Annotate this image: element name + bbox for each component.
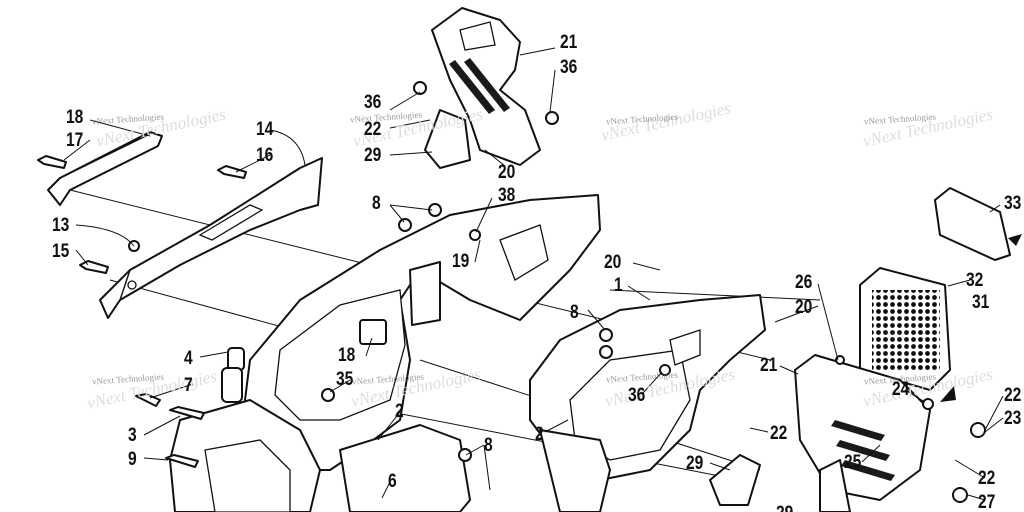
callout-22: 22	[364, 119, 382, 140]
callout-29: 29	[686, 453, 704, 474]
callout-12: 14	[256, 119, 274, 140]
grille-pattern	[872, 290, 940, 370]
callout-10: 13	[52, 215, 70, 236]
deflector-flap	[934, 187, 1011, 261]
callout-29: 29	[364, 145, 382, 166]
callout-23: 23	[1004, 408, 1022, 429]
callout-21: 21	[560, 32, 578, 53]
callout-36: 36	[628, 385, 646, 406]
callout-32: 32	[966, 270, 984, 291]
direction-arrow-lower	[940, 386, 956, 402]
callout-3: 3	[128, 425, 137, 446]
callout-14: 18	[66, 107, 84, 128]
callout-29: 29	[776, 504, 793, 512]
callout-8: 8	[372, 193, 381, 214]
callout-36: 36	[364, 92, 382, 113]
callout-9: 9	[128, 449, 137, 470]
callout-24: 24	[892, 379, 910, 400]
callout-7: 7	[184, 375, 193, 396]
callout-20: 20	[795, 297, 813, 318]
callout-16: 16	[256, 145, 274, 166]
callout-31: 31	[972, 292, 990, 313]
callout-13: 15	[52, 241, 70, 262]
trim-rail-left	[47, 131, 163, 206]
callout-19: 20	[604, 252, 622, 273]
callout-22: 22	[978, 468, 996, 489]
steering-support-bracket	[424, 7, 541, 169]
callout-26: 26	[795, 272, 813, 293]
heat-exchanger-panel	[859, 267, 951, 391]
callout-21: 21	[760, 355, 778, 376]
direction-arrow-upper	[1008, 234, 1022, 246]
callout-leaders	[63, 47, 1004, 501]
callout-2: 2	[395, 401, 404, 422]
callout-36: 36	[560, 57, 578, 78]
callout-20: 20	[498, 162, 516, 183]
callout-8: 8	[484, 435, 493, 456]
callout-1: 1	[614, 275, 623, 296]
callout-38: 38	[498, 185, 516, 206]
callout-15: 17	[66, 130, 84, 151]
callout-22: 22	[770, 423, 788, 444]
callout-33: 33	[1004, 193, 1022, 214]
callout-8: 8	[570, 302, 579, 323]
callout-22: 22	[1004, 385, 1022, 406]
front-bumper-arm	[99, 157, 323, 319]
rear-bumper-bracket	[709, 354, 986, 512]
callout-35: 35	[336, 369, 354, 390]
callout-18: 19	[452, 251, 470, 272]
callout-6: 6	[388, 471, 397, 492]
callout-2: 2	[535, 424, 544, 445]
callout-27: 27	[978, 492, 996, 512]
callout-17: 18	[338, 345, 356, 366]
callout-25: 25	[844, 452, 862, 473]
callout-4: 4	[184, 348, 193, 369]
main-chassis-frame	[169, 194, 766, 512]
